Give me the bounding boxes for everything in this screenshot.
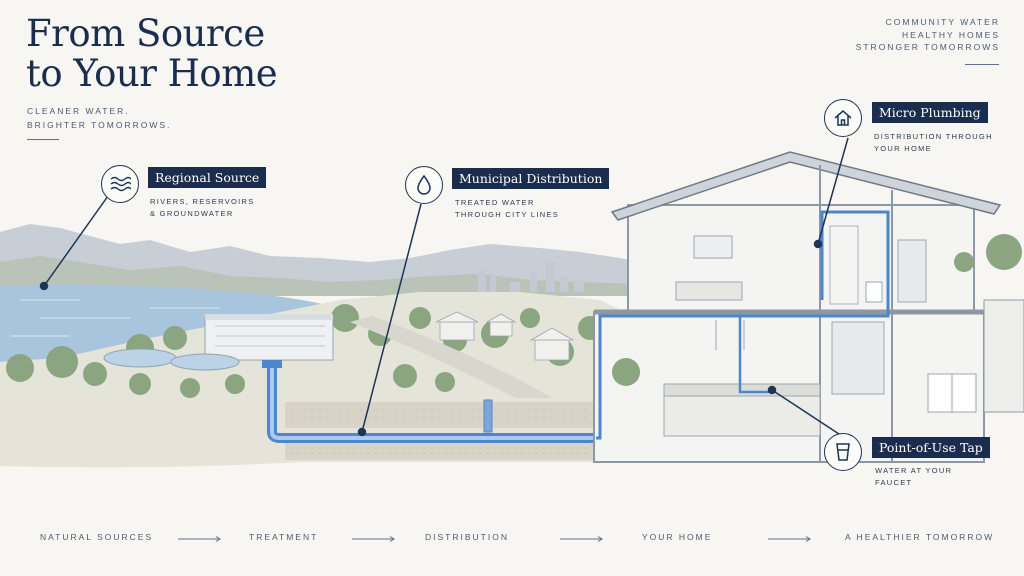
flow-step-your-home: YOUR HOME — [642, 532, 713, 542]
callout-regional-source-label: Regional Source — [148, 167, 267, 188]
subtitle-line-1: CLEANER WATER. — [27, 106, 130, 116]
tagline-line-1: COMMUNITY WATER — [885, 17, 1000, 27]
desc-line-1: RIVERS, RESERVOIRS — [150, 197, 255, 206]
desc-line-1: DISTRIBUTION THROUGH — [874, 132, 993, 141]
flow-step-distribution: DISTRIBUTION — [425, 532, 509, 542]
town-houses — [435, 311, 575, 361]
subtitle-line-2: BRIGHTER TOMORROWS. — [27, 120, 172, 130]
callout-micro-plumbing-desc: DISTRIBUTION THROUGH YOUR HOME — [874, 131, 993, 155]
tagline-line-3: STRONGER TOMORROWS — [855, 42, 1000, 52]
arrow-right-icon — [560, 536, 603, 542]
shower — [829, 225, 859, 305]
tagline: COMMUNITY WATER HEALTHY HOMES STRONGER T… — [856, 16, 1000, 54]
arrow-right-icon — [768, 536, 811, 542]
subtitle: CLEANER WATER. BRIGHTER TOMORROWS. — [27, 104, 171, 132]
flow-step-natural-sources: NATURAL SOURCES — [40, 532, 154, 542]
callout-point-of-use-tap-label: Point-of-Use Tap — [872, 437, 990, 458]
process-flow: NATURAL SOURCES TREATMENT DISTRIBUTION Y… — [0, 528, 1024, 546]
callout-municipal-distribution-desc: TREATED WATER THROUGH CITY LINES — [455, 197, 559, 221]
arrow-right-icon — [178, 536, 221, 542]
subtitle-divider — [27, 139, 59, 140]
page-title: From Source to Your Home — [26, 12, 278, 95]
gravel-layer — [285, 402, 595, 428]
flow-step-healthier-tomorrow: A HEALTHIER TOMORROW — [845, 532, 995, 542]
lake — [0, 284, 330, 362]
desc-line-2: FAUCET — [875, 478, 913, 487]
title-line-1: From Source — [26, 12, 265, 55]
water-glass-icon — [824, 433, 862, 471]
desc-line-1: WATER AT YOUR — [875, 466, 953, 475]
road — [350, 316, 556, 400]
water-drop-icon — [405, 166, 443, 204]
flow-step-treatment: TREATMENT — [249, 532, 319, 542]
bed — [675, 281, 743, 301]
desc-line-2: THROUGH CITY LINES — [455, 210, 560, 219]
desc-line-2: YOUR HOME — [874, 144, 932, 153]
washer — [927, 373, 953, 413]
waves-icon — [101, 165, 139, 203]
arrow-right-icon — [352, 536, 395, 542]
pipe-valve — [483, 399, 493, 433]
callout-point-of-use-tap-desc: WATER AT YOUR FAUCET — [875, 465, 952, 489]
tagline-line-2: HEALTHY HOMES — [902, 29, 1000, 40]
mountain-range-near — [0, 256, 630, 296]
treatment-plant — [103, 314, 334, 371]
callout-regional-source-desc: RIVERS, RESERVOIRS & GROUNDWATER — [150, 196, 255, 220]
city-skyline — [478, 262, 584, 292]
house-cutaway — [593, 151, 1024, 463]
house-icon — [824, 99, 862, 137]
callout-micro-plumbing-label: Micro Plumbing — [872, 102, 988, 123]
callout-leader-lines — [39, 137, 849, 437]
desc-line-1: TREATED WATER — [455, 198, 535, 207]
desc-line-2: & GROUNDWATER — [150, 209, 234, 218]
title-line-2: to Your Home — [26, 52, 278, 95]
tagline-divider — [965, 64, 999, 65]
kitchen-counter — [663, 383, 821, 397]
house-plumbing — [596, 210, 890, 440]
callout-municipal-distribution-label: Municipal Distribution — [452, 168, 610, 189]
